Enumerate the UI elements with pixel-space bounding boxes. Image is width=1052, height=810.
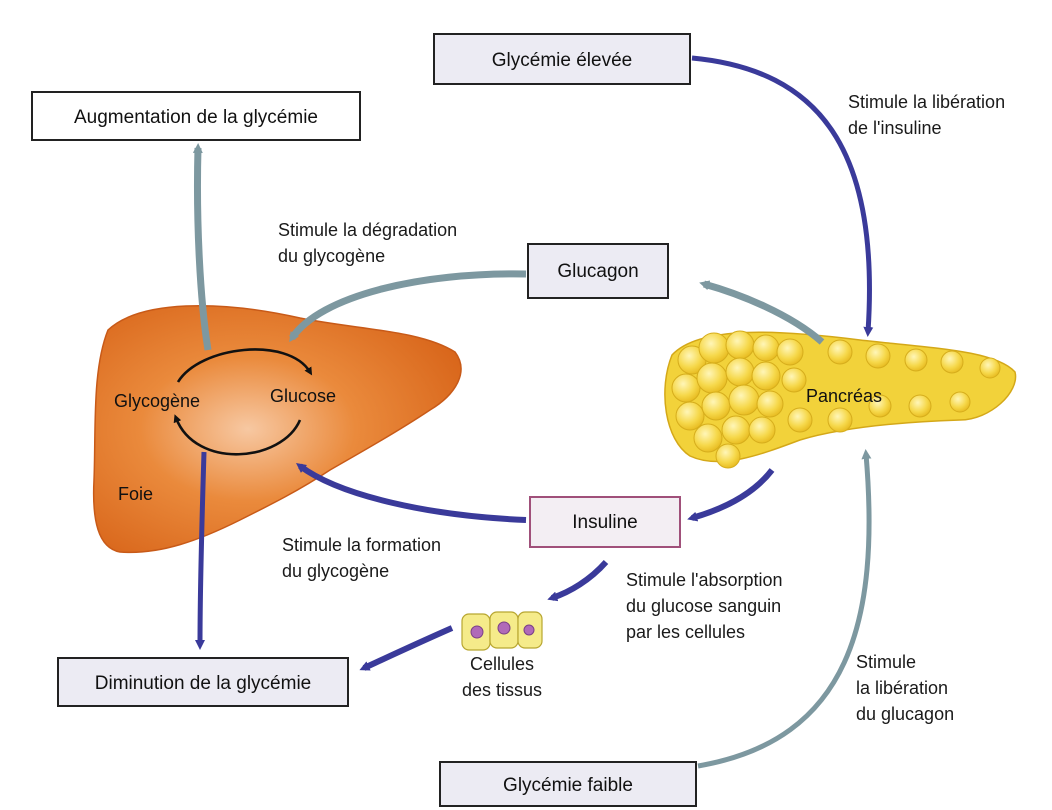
arrow-cells-to-decrease [359, 625, 454, 671]
note-glucagon-release-line3: du glucagon [856, 704, 954, 724]
glycogen-glucose-cycle: Glycogène Glucose [114, 348, 336, 456]
note-glucose-absorption: Stimule l'absorption du glucose sanguin … [626, 570, 783, 642]
arrow-low-glycemia-to-pancreas [697, 449, 872, 769]
arrow-high-glycemia-to-pancreas [691, 55, 874, 337]
cycle-arrow-top [176, 348, 313, 383]
arrow-insulin-to-cells [547, 559, 609, 602]
box-insulin-label: Insuline [572, 512, 638, 533]
cycle-arrow-bottom [173, 414, 302, 456]
tissue-cells [461, 611, 543, 651]
note-glucagon-release: Stimule la libération du glucagon [856, 652, 954, 724]
note-glucagon-release-line2: la libération [856, 678, 948, 698]
box-increase-glycemia-label: Augmentation de la glycémie [74, 107, 318, 128]
box-increase-glycemia: Augmentation de la glycémie [31, 91, 361, 141]
liver: Foie [92, 305, 462, 554]
note-insulin-release-line2: de l'insuline [848, 118, 942, 138]
liver-shape [92, 305, 462, 554]
glucose-label: Glucose [270, 386, 336, 406]
box-high-glycemia-label: Glycémie élevée [492, 50, 632, 71]
note-glycogen-degradation-line1: Stimule la dégradation [278, 220, 457, 240]
pancreas-lobules [671, 330, 1001, 469]
glycogen-label: Glycogène [114, 391, 200, 411]
note-glucose-absorption-line1: Stimule l'absorption [626, 570, 783, 590]
arrow-pancreas-to-glucagon [699, 280, 825, 345]
note-glycogen-formation: Stimule la formation du glycogène [282, 535, 441, 581]
note-glycogen-formation-line1: Stimule la formation [282, 535, 441, 555]
note-glucose-absorption-line2: du glucose sanguin [626, 596, 781, 616]
note-glycogen-degradation: Stimule la dégradation du glycogène [278, 220, 457, 266]
arrow-liver-to-decrease [195, 451, 207, 650]
note-tissue-cells: Cellules des tissus [462, 654, 542, 700]
arrow-liver-to-increase [192, 143, 212, 351]
note-tissue-cells-line1: Cellules [470, 654, 534, 674]
pancreas-label: Pancréas [806, 386, 882, 406]
note-tissue-cells-line2: des tissus [462, 680, 542, 700]
cell-nucleus-1 [470, 625, 484, 639]
box-glucagon: Glucagon [527, 243, 669, 299]
note-glycogen-degradation-line2: du glycogène [278, 246, 385, 266]
cell-nucleus-3 [523, 624, 535, 636]
box-low-glycemia-label: Glycémie faible [503, 775, 633, 796]
arrow-pancreas-to-insulin [687, 468, 775, 522]
arrow-insulin-to-liver [295, 463, 527, 523]
pancreas: Pancréas [664, 330, 1017, 469]
arrow-glucagon-to-liver [289, 270, 527, 343]
box-glucagon-label: Glucagon [557, 261, 638, 282]
liver-label: Foie [118, 484, 153, 504]
note-glucose-absorption-line3: par les cellules [626, 622, 745, 642]
note-glucagon-release-line1: Stimule [856, 652, 916, 672]
box-decrease-glycemia-label: Diminution de la glycémie [95, 673, 312, 694]
note-glycogen-formation-line2: du glycogène [282, 561, 389, 581]
box-low-glycemia: Glycémie faible [439, 761, 697, 807]
cell-nucleus-2 [497, 621, 511, 635]
box-decrease-glycemia: Diminution de la glycémie [57, 657, 349, 707]
note-insulin-release-line1: Stimule la libération [848, 92, 1005, 112]
box-high-glycemia: Glycémie élevée [433, 33, 691, 85]
note-insulin-release: Stimule la libération de l'insuline [848, 92, 1005, 138]
box-insulin: Insuline [529, 496, 681, 548]
